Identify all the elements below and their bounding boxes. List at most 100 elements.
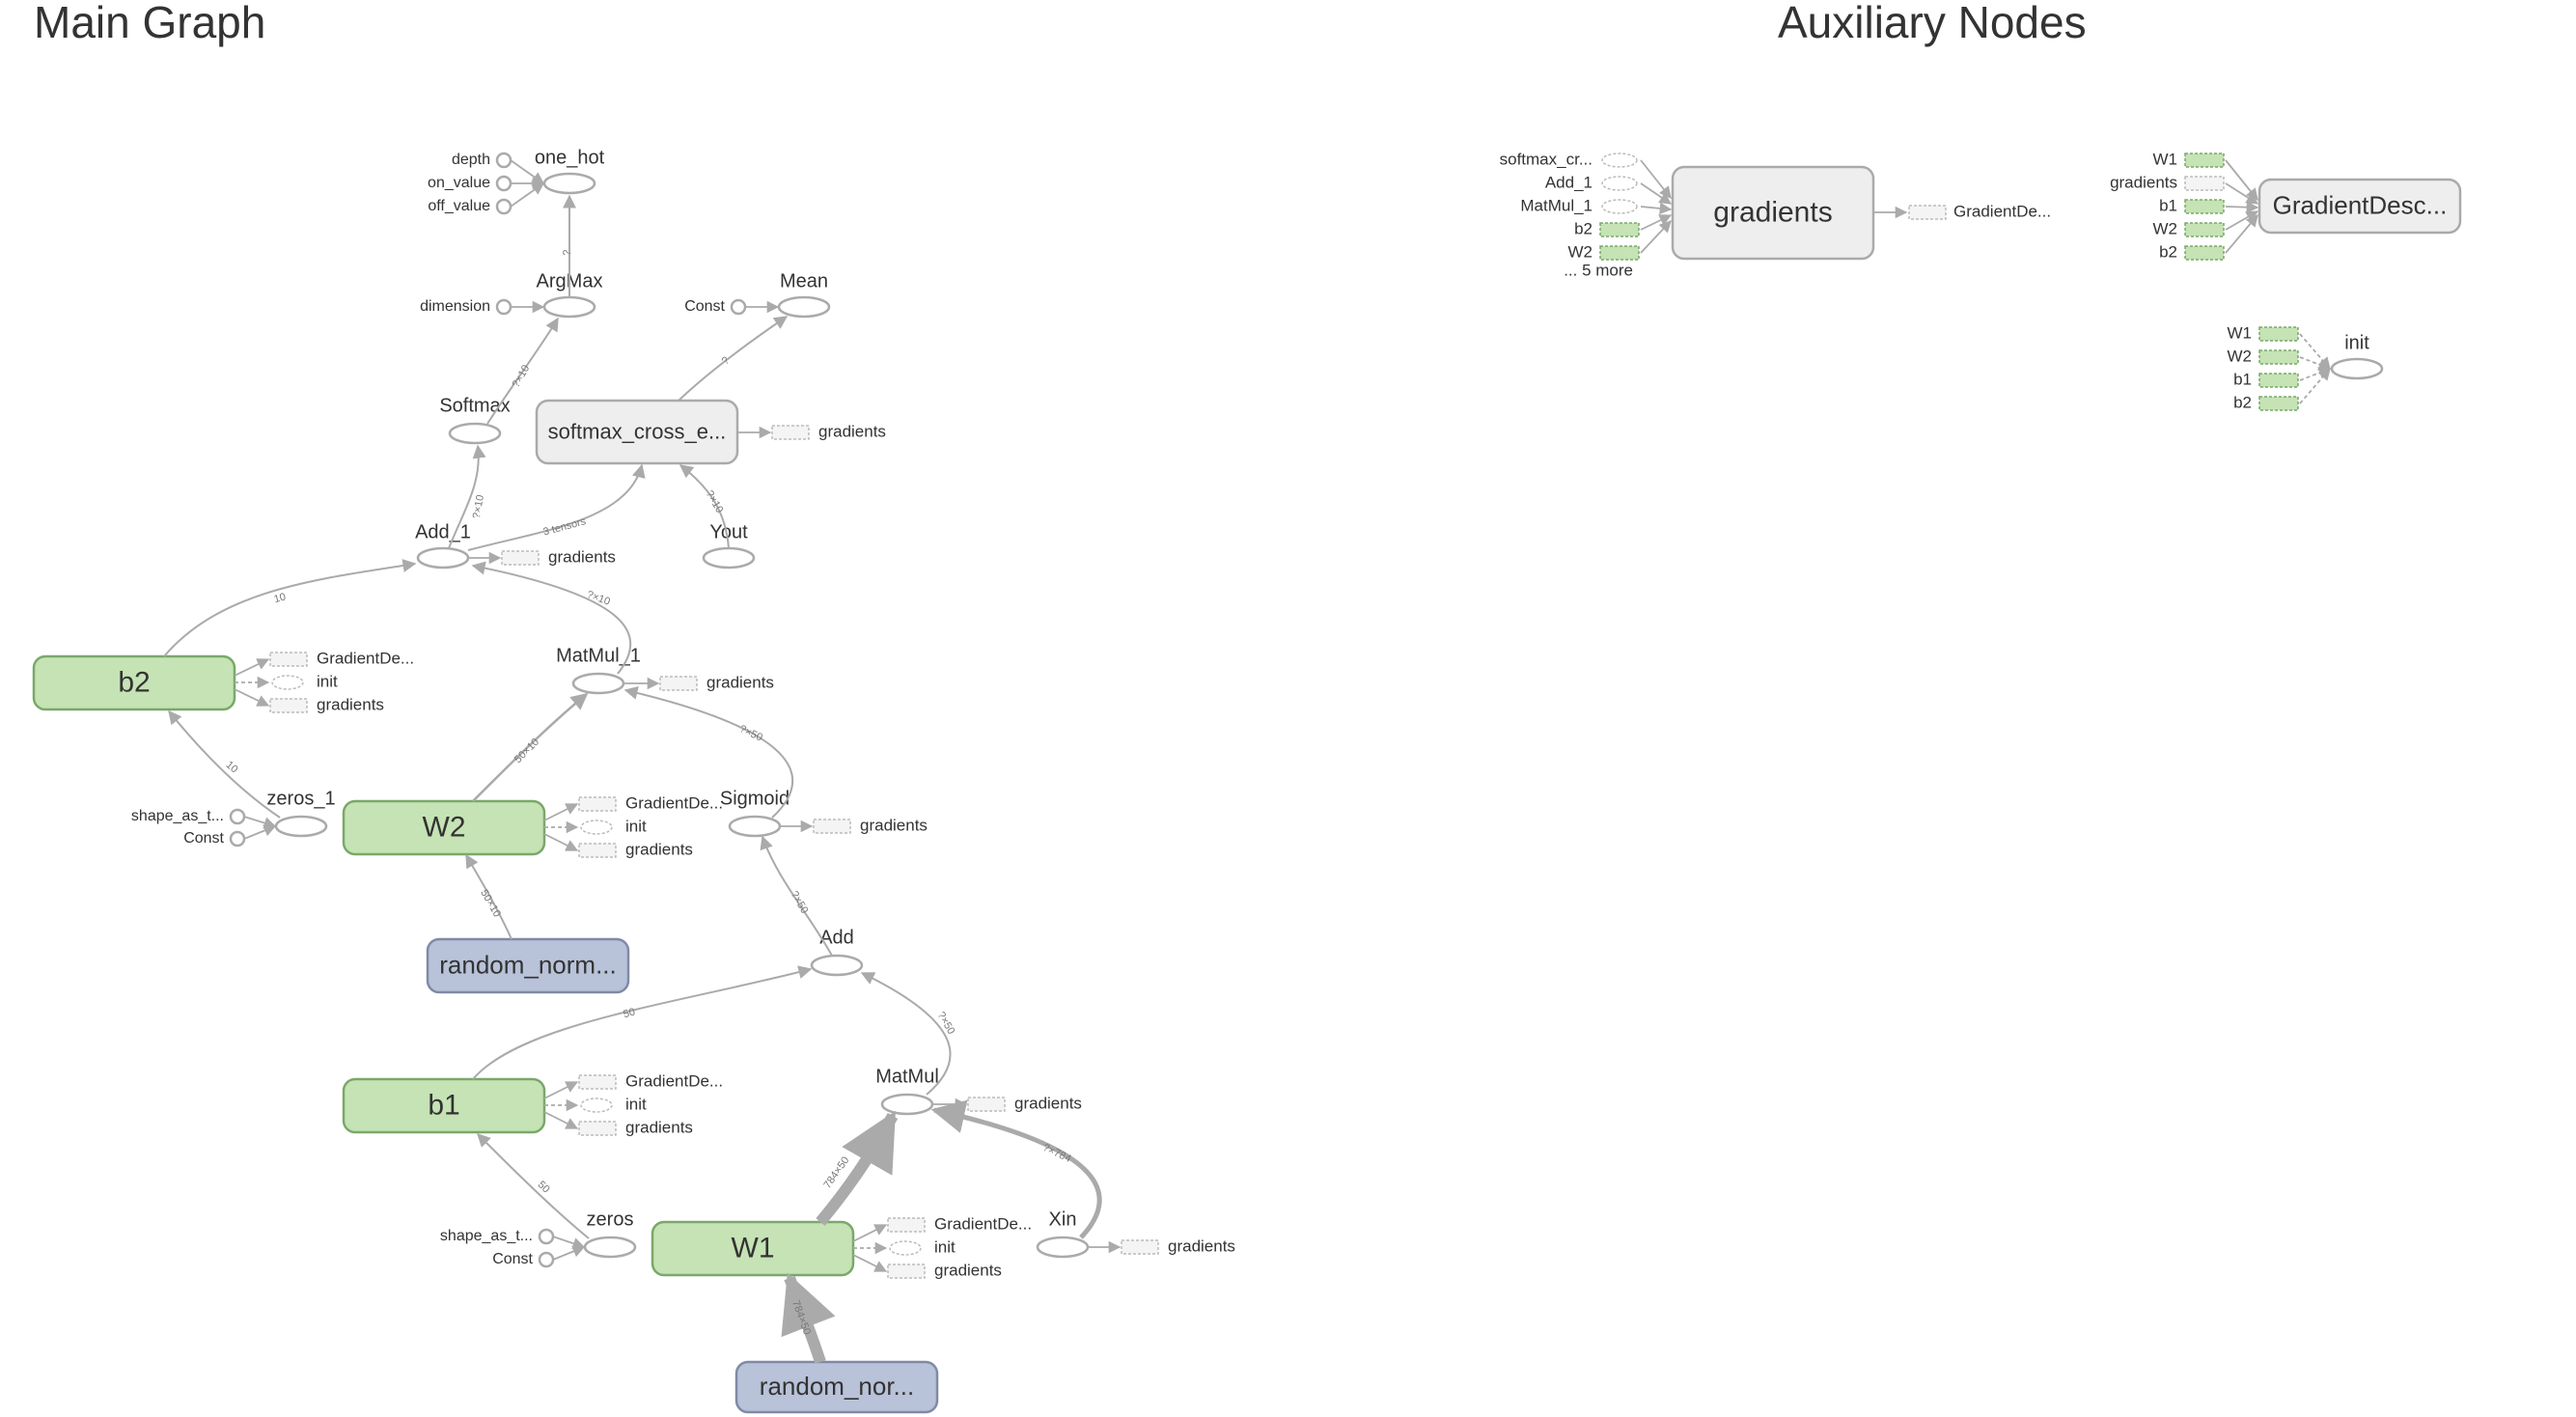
node-w2-init[interactable] [580,820,613,835]
aux-node-gradient-descent-label: GradientDesc... [2273,190,2448,219]
aux-edge-init-in-3 [2299,368,2331,404]
aux-init-input-2-label: b1 [2233,370,2252,388]
aux-gradients-input-1[interactable] [1601,176,1638,191]
node-mean-label: Mean [780,270,828,292]
node-dimension[interactable] [495,298,512,316]
edge-zeros-const [552,1245,586,1261]
edge-add1-softmax-cross-label: 3 tensors [542,515,588,538]
node-zeros-1[interactable] [274,815,328,838]
node-b2-gradients-label: gradients [317,695,384,713]
edge-matmul-add [860,972,952,1096]
edge-zeros-b1 [477,1133,590,1239]
node-xin-gradients-label: gradients [1168,1236,1235,1255]
aux-gd-input-4[interactable] [2184,245,2225,261]
node-random-nor-1-label: random_nor... [760,1372,914,1401]
node-random-nor-1[interactable] [734,1360,939,1414]
aux-init-input-3[interactable] [2258,396,2299,411]
node-sigmoid-gradients[interactable] [813,819,851,834]
edge-yout-softmax-cross-label: ?×10 [704,488,726,514]
edge-w1-matmul [816,1110,899,1226]
aux-init-input-1-label: W2 [2228,347,2253,365]
node-w2-gradientdescent[interactable] [578,796,617,812]
node-softmax-label: Softmax [439,395,510,416]
node-b1-init[interactable] [580,1097,613,1113]
node-add1-gradients-label: gradients [548,547,616,566]
edge-add1-softmax-cross [467,463,646,551]
node-zeros-shape-label: shape_as_t... [440,1228,533,1244]
node-xin-gradients[interactable] [1121,1239,1159,1255]
aux-gradients-input-0[interactable] [1601,153,1638,168]
node-w2-label: W2 [423,811,466,843]
edge-w1-gd-0 [852,1224,888,1242]
node-w2-init-label: init [625,817,647,835]
node-zeros1-const[interactable] [229,830,246,847]
node-w1-init[interactable] [889,1240,922,1256]
node-zeros1-shape[interactable] [229,808,246,825]
edge-matmul-add-label: ?×50 [935,1010,957,1036]
node-argmax[interactable] [542,295,596,319]
node-yout[interactable] [702,546,756,570]
aux-gradients-input-3[interactable] [1599,222,1640,237]
edge-add-sigmoid-label: ?×50 [789,889,811,915]
aux-node-gradient-descent[interactable] [2257,178,2462,235]
node-off-value[interactable] [495,198,512,215]
node-b2-init[interactable] [271,675,304,690]
node-b1-gradientdescent[interactable] [578,1074,617,1090]
node-b2-gradientdescent[interactable] [269,652,308,667]
node-w1-init-label: init [934,1237,956,1256]
node-xin[interactable] [1036,1236,1090,1259]
node-mean[interactable] [777,295,831,319]
edge-w2-matmul1 [472,692,589,802]
aux-edge-gd-in-2 [2225,201,2259,213]
aux-gd-input-1[interactable] [2184,176,2225,191]
node-zeros-const[interactable] [538,1251,555,1268]
aux-gradients-input-2[interactable] [1601,199,1638,214]
node-random-norm-2-label: random_norm... [439,950,617,979]
node-matmul1-gradients[interactable] [659,676,698,691]
node-matmul1-gradients-label: gradients [706,673,774,691]
node-b2-gradients[interactable] [269,698,308,713]
aux-gd-input-2[interactable] [2184,199,2225,214]
node-add-1[interactable] [416,546,470,570]
aux-init-input-1[interactable] [2258,349,2299,365]
node-sigmoid-gradients-label: gradients [860,816,928,834]
edge-zeros1-b2 [168,709,281,819]
node-w2-gradientdescent-label: GradientDe... [625,793,723,812]
node-sigmoid[interactable] [728,815,782,838]
node-b1-gradients[interactable] [578,1121,617,1136]
node-off-value-label: off_value [428,198,490,214]
node-zeros-shape[interactable] [538,1228,555,1245]
node-mean-const[interactable] [730,298,747,316]
node-depth[interactable] [495,152,512,169]
node-random-norm-2[interactable] [426,937,630,994]
node-add[interactable] [810,954,864,977]
aux-init-input-0[interactable] [2258,326,2299,342]
node-on-value[interactable] [495,175,512,192]
node-add1-gradients[interactable] [501,550,540,566]
edge-add1-softmax-label: ?×10 [471,494,486,519]
aux-init-input-2[interactable] [2258,373,2299,388]
node-one-hot[interactable] [542,172,596,195]
node-zeros[interactable] [583,1236,637,1259]
node-matmul-label: MatMul [875,1066,939,1087]
node-softmax[interactable] [448,422,502,445]
edge-b1-gd-0 [543,1081,579,1099]
node-matmul-gradients[interactable] [967,1097,1006,1112]
aux-gd-input-0[interactable] [2184,153,2225,168]
aux-gradients-out-label: GradientDe... [1953,202,2051,220]
aux-node-init[interactable] [2330,357,2384,380]
node-matmul-1[interactable] [571,672,625,695]
aux-gd-input-0-label: W1 [2153,150,2178,168]
node-softmax-cross-gradients[interactable] [771,425,810,440]
aux-gd-input-3[interactable] [2184,222,2225,237]
aux-node-gradients-out[interactable] [1908,205,1947,220]
aux-edge-gradients-in-1 [1640,182,1673,205]
aux-gradients-input-4[interactable] [1599,245,1640,261]
node-w1-gradientdescent[interactable] [887,1217,926,1233]
node-matmul[interactable] [880,1093,934,1116]
edge-sigmoid-matmul1 [623,686,794,819]
node-w1-gradients[interactable] [887,1264,926,1279]
aux-node-init-label: init [2344,332,2369,353]
node-w2-gradients[interactable] [578,843,617,858]
